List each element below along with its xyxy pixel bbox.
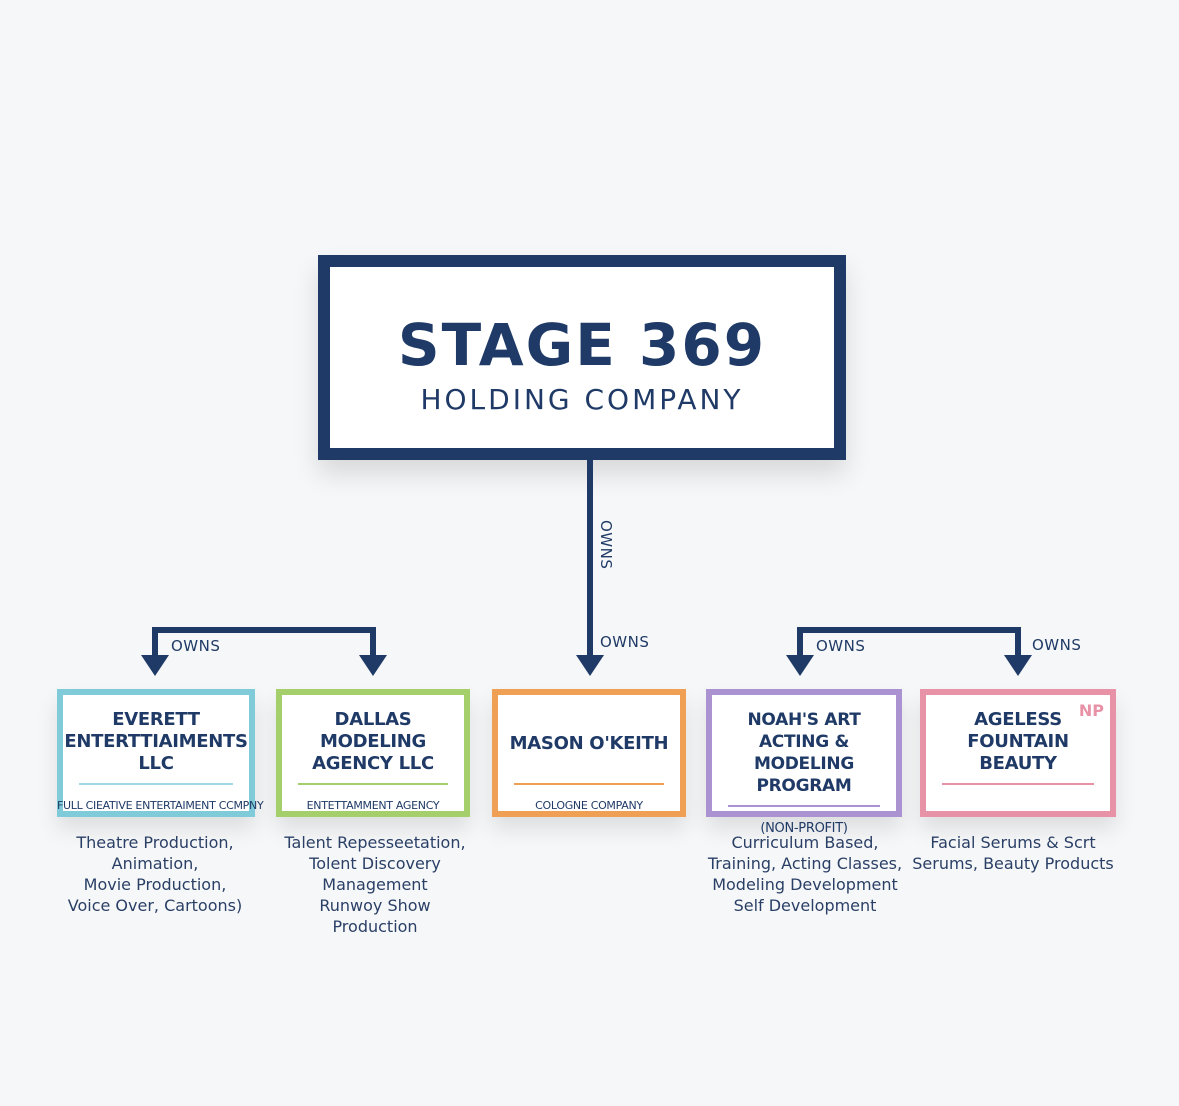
arrow-head <box>576 655 604 676</box>
company-subtitle: (NON-PROFIT) <box>760 821 848 836</box>
company-subtitle: FULL CIEATIVE ENTERTAIMENT CCMPNY <box>57 799 264 812</box>
divider <box>728 805 880 807</box>
arrow-head <box>786 655 814 676</box>
description-line: Tolent Discovery <box>309 854 441 873</box>
holding-company-box: STAGE 369 HOLDING COMPANY <box>318 255 846 460</box>
np-logo-icon: NP <box>1078 701 1104 720</box>
description-line: Animation, <box>111 854 199 873</box>
edge-label-right-a: OWNS <box>816 637 866 655</box>
company-box-ageless: NP AGELESS FOUNTAIN BEAUTY <box>920 689 1116 817</box>
company-name: DALLAS MODELING AGENCY LLC <box>312 709 434 774</box>
description-line: Theatre Production, <box>76 833 234 852</box>
description-line: Curriculum Based, <box>731 833 879 852</box>
connector-right <box>797 627 1021 660</box>
company-subtitle: ENTETTAMMENT AGENCY <box>306 799 440 812</box>
description-line: Talent Repesseetation, <box>284 833 466 852</box>
arrow-head <box>1004 655 1032 676</box>
connector-left <box>152 627 376 660</box>
description-line: Training, Acting Classes, <box>707 854 903 873</box>
divider <box>942 783 1094 785</box>
edge-label-left: OWNS <box>171 637 221 655</box>
company-box-dallas: DALLAS MODELING AGENCY LLC ENTETTAMMENT … <box>276 689 470 817</box>
description-line: Modeling Development <box>712 875 898 894</box>
edge-label-center: OWNS <box>600 633 650 651</box>
description-line: Production <box>332 917 418 936</box>
company-box-everett: EVERETT ENTERTTIAIMENTS LLC FULL CIEATIV… <box>57 689 264 817</box>
company-name: EVERETT ENTERTTIAIMENTS LLC <box>64 709 248 774</box>
description-everett: Theatre Production, Animation, Movie Produ… <box>45 832 265 916</box>
description-line: Serums, Beauty Products <box>912 854 1114 873</box>
divider <box>79 783 233 785</box>
holding-title: STAGE 369 <box>397 311 767 379</box>
description-line: Voice Over, Cartoons) <box>67 896 243 915</box>
holding-subtitle: HOLDING COMPANY <box>420 383 744 416</box>
arrow-head <box>141 655 169 676</box>
edge-label-vertical: OWNS <box>597 520 615 570</box>
description-line: Movie Production, <box>83 875 227 894</box>
divider <box>298 783 448 785</box>
company-name: MASON O'KEITH <box>509 733 669 754</box>
description-line: Facial Serums & Scrt <box>930 833 1096 852</box>
description-line: Runwoy Show <box>319 896 431 915</box>
company-box-noahs-art: NOAH'S ART ACTING & MODELING PROGRAM (NO… <box>706 689 902 836</box>
arrow-head <box>359 655 387 676</box>
description-line: Self Development <box>733 896 877 915</box>
description-line: Management <box>322 875 428 894</box>
divider <box>514 783 664 785</box>
company-name: AGELESS FOUNTAIN BEAUTY <box>967 709 1069 774</box>
company-subtitle: COLOGNE COMPANY <box>535 799 643 812</box>
description-noahs-art: Curriculum Based, Training, Acting Classe… <box>695 832 915 916</box>
company-box-mason: MASON O'KEITH COLOGNE COMPANY <box>492 689 686 817</box>
edge-label-right-b: OWNS <box>1032 636 1082 654</box>
company-name: NOAH'S ART ACTING & MODELING PROGRAM <box>747 710 861 796</box>
